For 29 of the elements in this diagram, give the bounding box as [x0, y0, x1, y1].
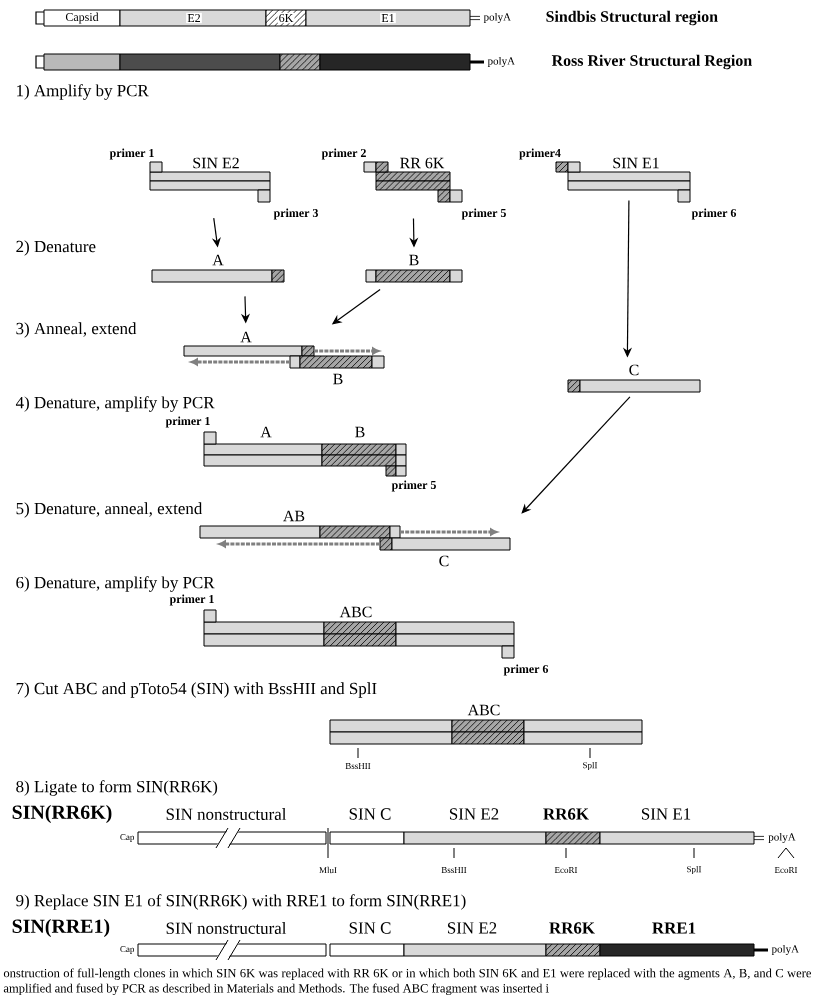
step-heading: 4) Denature, amplify by PCR: [15, 396, 215, 412]
segment-label: RR6K: [549, 922, 595, 934]
segment-label: RR6K: [543, 808, 589, 820]
construct-map: [137, 943, 601, 957]
dna-fragment: [203, 443, 407, 467]
segment-label: SIN C: [349, 808, 391, 820]
step-heading: 3) Anneal, extend: [16, 322, 137, 338]
segment-label: SIN nonstructural: [166, 808, 287, 820]
step-heading: 5) Denature, anneal, extend: [16, 502, 203, 518]
step-heading: 7) Cut ABC and pToto54 (SIN) with BssHII and SplI: [16, 682, 377, 698]
step-heading: 2) Denature: [16, 240, 96, 256]
segment-label: RRE1: [652, 922, 696, 934]
step-heading: 9) Replace SIN E1 of SIN(RR6K) with RRE1 to form SIN(RRE1): [16, 894, 466, 910]
dna-fragment: [183, 345, 380, 369]
segment-label: SIN E2: [449, 808, 499, 820]
step-heading: 8) Ligate to form SIN(RR6K): [16, 780, 218, 796]
construct-name: SIN(RRE1): [12, 918, 110, 938]
arrow: [521, 396, 631, 514]
construct-name: SIN(RR6K): [12, 804, 112, 824]
segment-label: SIN C: [349, 922, 391, 934]
dna-fragment: [199, 525, 391, 539]
dna-fragment: [329, 719, 643, 745]
genome-bar: [35, 53, 321, 71]
construct-map: [137, 831, 601, 845]
segment-label: SIN E2: [447, 922, 497, 934]
segment-label: SIN E1: [641, 808, 691, 820]
segment-label: SIN nonstructural: [166, 922, 287, 934]
step-heading: 6) Denature, amplify by PCR: [16, 576, 215, 592]
dna-fragment: [203, 621, 515, 647]
